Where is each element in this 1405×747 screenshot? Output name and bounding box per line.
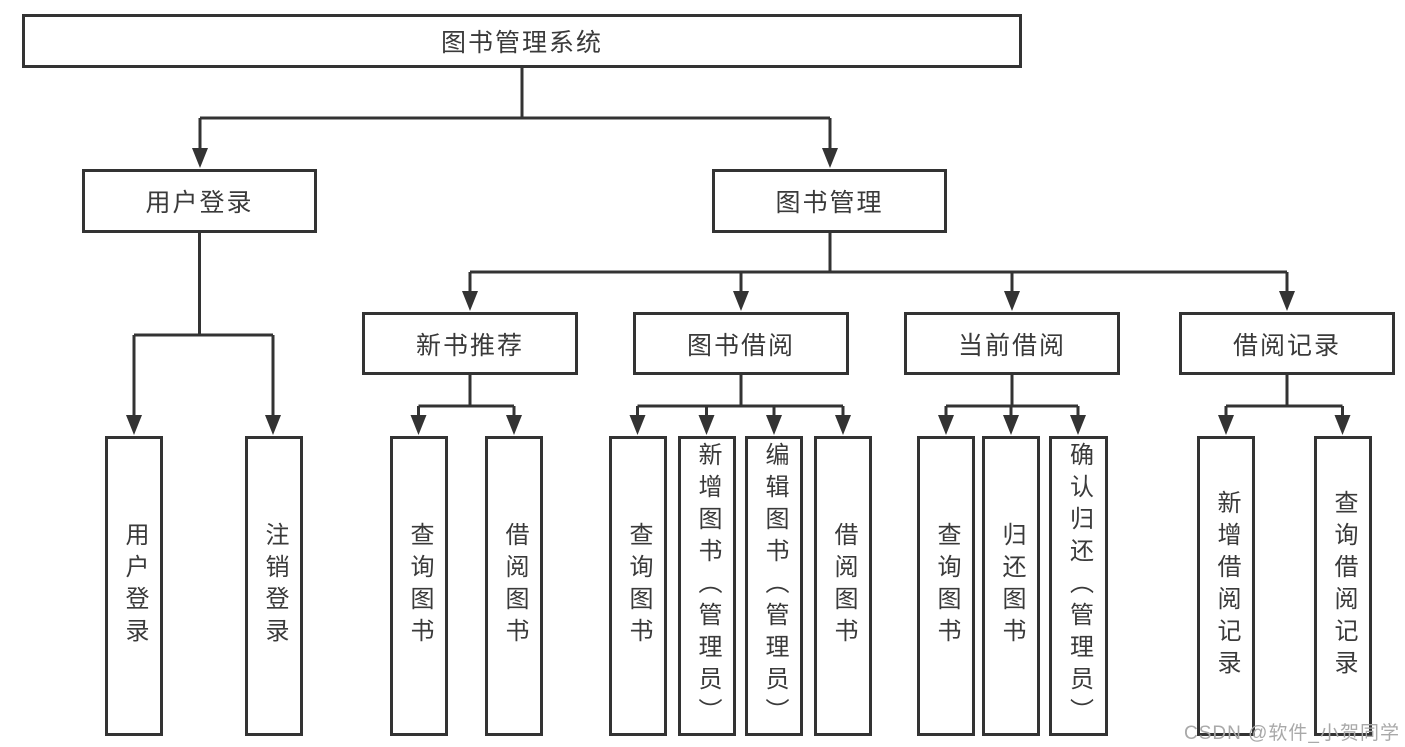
leaf-query-borrow-record: 查询借阅记录 <box>1314 436 1372 736</box>
arrowhead-icon <box>938 415 954 435</box>
node-user-login: 用户登录 <box>82 169 317 233</box>
node-current-borrow: 当前借阅 <box>904 312 1120 375</box>
arrowhead-icon <box>1279 291 1295 311</box>
leaf-add-borrow-record-label: 新增借阅记录 <box>1213 490 1240 682</box>
arrowhead-icon <box>698 415 715 435</box>
leaf-logout: 注销登录 <box>245 436 303 736</box>
leaf-query-books-current: 查询图书 <box>917 436 975 736</box>
leaf-query-books-borrow: 查询图书 <box>609 436 667 736</box>
leaf-borrow-books: 借阅图书 <box>814 436 872 736</box>
leaf-confirm-return-admin-label: 确认归还（管理员） <box>1065 442 1093 730</box>
arrowhead-icon <box>192 148 208 168</box>
arrowhead-icon <box>462 291 478 311</box>
leaf-add-books-admin: 新增图书（管理员） <box>678 436 736 736</box>
leaf-query-books-current-label: 查询图书 <box>933 522 960 650</box>
node-new-book-recommend-label: 新书推荐 <box>415 331 524 360</box>
leaf-return-books-label: 归还图书 <box>998 522 1025 650</box>
arrowhead-icon <box>835 415 851 435</box>
node-root: 图书管理系统 <box>22 14 1022 68</box>
node-book-borrow: 图书借阅 <box>633 312 849 375</box>
leaf-query-books-recommend-label: 查询图书 <box>406 522 433 650</box>
node-root-label: 图书管理系统 <box>440 29 603 57</box>
arrowhead-icon <box>1070 415 1086 435</box>
leaf-edit-books-admin-label: 编辑图书（管理员） <box>761 442 788 730</box>
node-book-management-label: 图书管理 <box>775 189 884 217</box>
node-book-borrow-label: 图书借阅 <box>686 331 795 360</box>
csdn-watermark: CSDN @软件_小贺同学 <box>1184 723 1400 744</box>
leaf-edit-books-admin: 编辑图书（管理员） <box>745 436 803 736</box>
node-book-management: 图书管理 <box>712 169 947 233</box>
leaf-user-login-label: 用户登录 <box>121 522 148 650</box>
arrowhead-icon <box>822 148 838 168</box>
leaf-user-login: 用户登录 <box>105 436 163 736</box>
arrowhead-icon <box>265 415 281 435</box>
connector-book-management-split <box>462 233 1295 311</box>
arrowhead-icon <box>410 415 427 435</box>
connector-book-borrow-split <box>629 375 851 435</box>
connector-new-book-split <box>410 375 522 435</box>
arrowhead-icon <box>766 415 782 435</box>
arrowhead-icon <box>506 415 522 435</box>
node-borrow-records-label: 借阅记录 <box>1232 331 1341 360</box>
connector-borrow-records-split <box>1218 375 1351 435</box>
leaf-borrow-books-recommend: 借阅图书 <box>485 436 543 736</box>
arrowhead-icon <box>1003 415 1019 435</box>
node-borrow-records: 借阅记录 <box>1179 312 1395 375</box>
arrowhead-icon <box>733 291 749 311</box>
arrowhead-icon <box>1334 415 1351 435</box>
leaf-borrow-books-label: 借阅图书 <box>830 522 857 650</box>
leaf-add-books-admin-label: 新增图书（管理员） <box>694 442 721 730</box>
leaf-borrow-books-recommend-label: 借阅图书 <box>501 522 528 650</box>
node-current-borrow-label: 当前借阅 <box>957 331 1066 360</box>
leaf-query-books-recommend: 查询图书 <box>390 436 448 736</box>
arrowhead-icon <box>1218 415 1234 435</box>
leaf-return-books: 归还图书 <box>982 436 1040 736</box>
connector-user-login-split <box>126 233 281 435</box>
connector-root-to-level1 <box>192 68 838 168</box>
connector-current-borrow-split <box>938 375 1086 435</box>
arrowhead-icon <box>1004 291 1020 311</box>
arrowhead-icon <box>126 415 142 435</box>
leaf-logout-label: 注销登录 <box>261 522 288 650</box>
node-new-book-recommend: 新书推荐 <box>362 312 578 375</box>
node-user-login-label: 用户登录 <box>145 189 254 217</box>
leaf-add-borrow-record: 新增借阅记录 <box>1197 436 1255 736</box>
leaf-query-books-borrow-label: 查询图书 <box>625 522 652 650</box>
leaf-query-borrow-record-label: 查询借阅记录 <box>1330 490 1357 682</box>
arrowhead-icon <box>629 415 646 435</box>
leaf-confirm-return-admin: 确认归还（管理员） <box>1049 436 1108 736</box>
